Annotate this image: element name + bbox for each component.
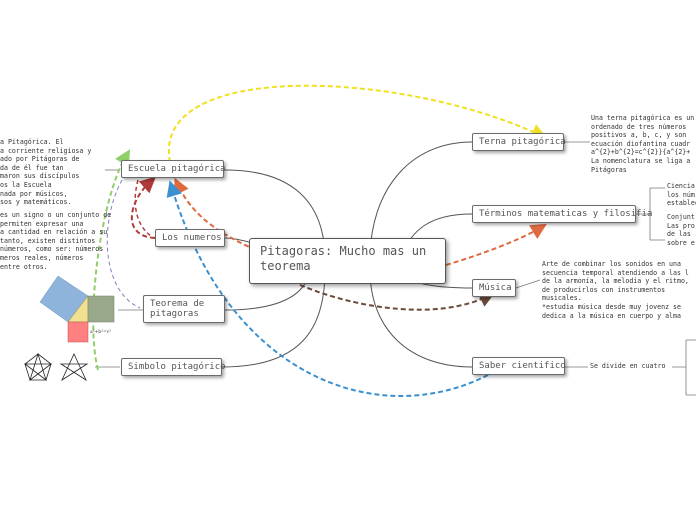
topic-escuela-pitagorica[interactable]: Escuela pitagórica [121,160,226,178]
topic-teorema-label-line2: pitagoras [150,309,199,319]
subtopic-lines [95,141,696,396]
note-saber-cientifico: Se divide en cuatro [590,362,666,370]
arrow-escuela-teorema [106,179,141,309]
arrow-central-terminos [445,223,547,266]
connector-terna [369,141,473,261]
arrow-saber-escuela [166,180,489,397]
topic-terminos-matematicas-filosofia[interactable]: Términos matematicas y filosifia [472,205,652,223]
topic-musica[interactable]: Música [472,279,516,297]
pythagoras-theorem-image: a²+b²=c² [39,275,115,343]
topic-musica-label: Música [479,283,512,293]
note-terminos-ciencia: Ciencia los núm establec [667,182,696,208]
arrow-central-escuela [174,177,257,251]
line-terminos-notes [636,187,665,241]
note-los-numeros: es un signo o un conjunto de permiten ex… [0,211,112,271]
connector-simbolo [221,269,326,368]
topic-los-numeros[interactable]: Los numeros [155,229,225,247]
pentagram-symbol-image [23,352,89,382]
theorem-formula: a²+b²=c² [90,329,111,335]
topic-escuela-label: Escuela pitagórica [128,164,226,174]
topic-terna-pitagorica[interactable]: Terna pitagórica [472,133,566,151]
central-topic[interactable]: Pitagoras: Mucho mas un teorema [249,238,446,284]
topic-simbolo-pitagorico[interactable]: Simbolo pitagórico [121,358,226,376]
line-saber-branches [672,339,696,396]
topic-terna-label: Terna pitagórica [479,137,566,147]
topic-saber-label: Saber cientifico [479,361,566,371]
topic-saber-cientifico[interactable]: Saber cientifico [472,357,566,375]
topic-teorema-label-line1: Teorema de [150,299,205,309]
topic-teorema-de-pitagoras[interactable]: Teorema de pitagoras [143,295,225,323]
note-terna-pitagorica: Una terna pitagórica es un ordenado de t… [591,114,695,174]
topic-terminos-label: Términos matematicas y filosifia [479,209,653,219]
central-topic-line1: Pitagoras: Mucho mas un [260,244,427,258]
topic-simbolo-label: Simbolo pitagórico [128,362,226,372]
note-escuela-pitagorica: a Pitagórica. El a corriente religiosa y… [0,138,92,207]
connector-saber [369,269,473,368]
line-musica-note [515,279,541,289]
note-musica: Arte de combinar los sonidos en una secu… [542,260,689,320]
note-terminos-conjunto: Conjunt Las pro de las sobre e [667,213,695,247]
arrow-central-musica [299,284,496,311]
arrow-escuela-numeros [134,179,155,239]
topic-numeros-label: Los numeros [162,233,222,243]
central-topic-line2: teorema [260,259,311,273]
arrow-numeros-escuela [130,176,156,239]
